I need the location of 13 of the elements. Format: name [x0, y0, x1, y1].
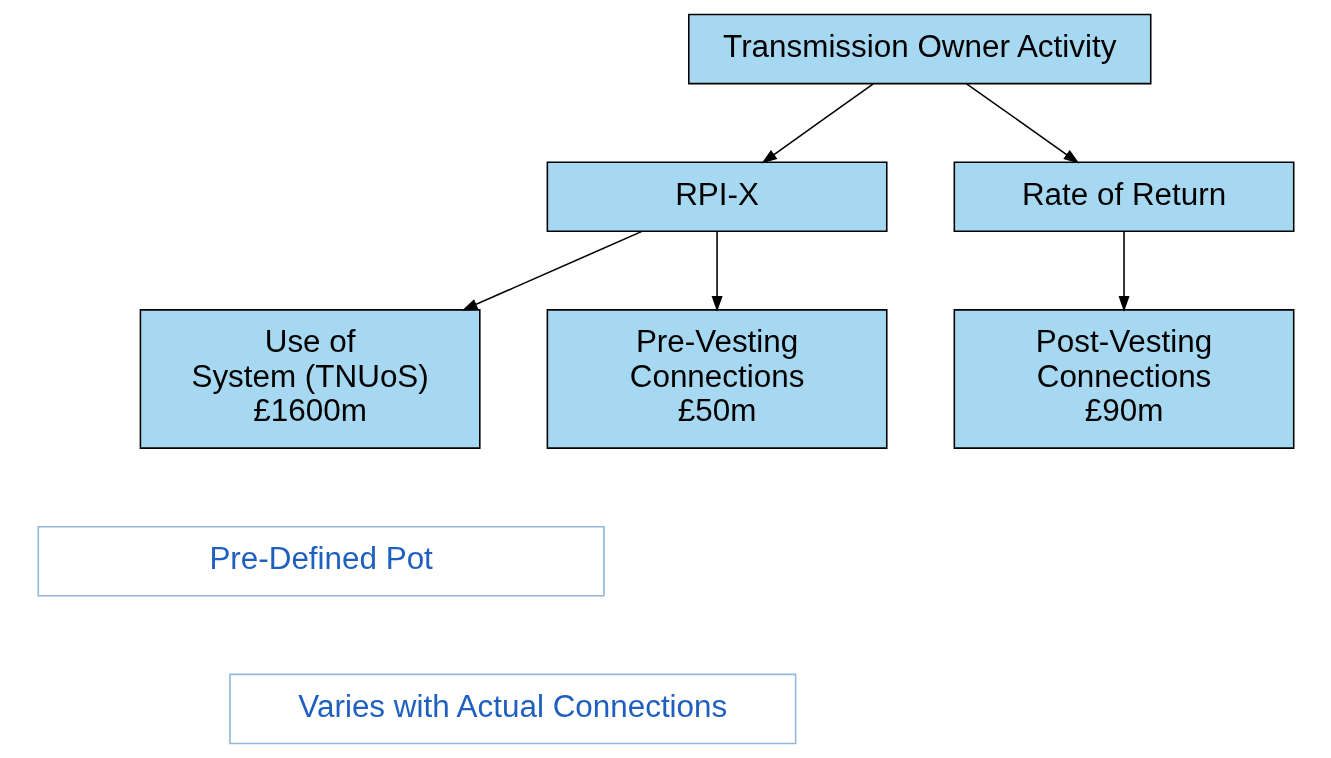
arrow — [965, 83, 1079, 164]
node-box: Transmission Owner Activity — [687, 13, 1151, 85]
arrow — [1118, 230, 1130, 312]
arrow — [711, 230, 723, 312]
node-box: Pre-Vesting Connections £50m — [546, 309, 888, 449]
node-box: Varies with Actual Connections — [228, 673, 796, 745]
node-box: RPI-X — [546, 161, 888, 233]
node-box: Rate of Return — [953, 161, 1294, 233]
arrow — [461, 230, 643, 311]
node-box: Pre-Defined Pot — [37, 525, 605, 597]
node-box: Post-Vesting Connections £90m — [953, 309, 1294, 449]
node-box: Use of System (TNUoS) £1600m — [139, 309, 481, 449]
arrow — [760, 83, 874, 164]
